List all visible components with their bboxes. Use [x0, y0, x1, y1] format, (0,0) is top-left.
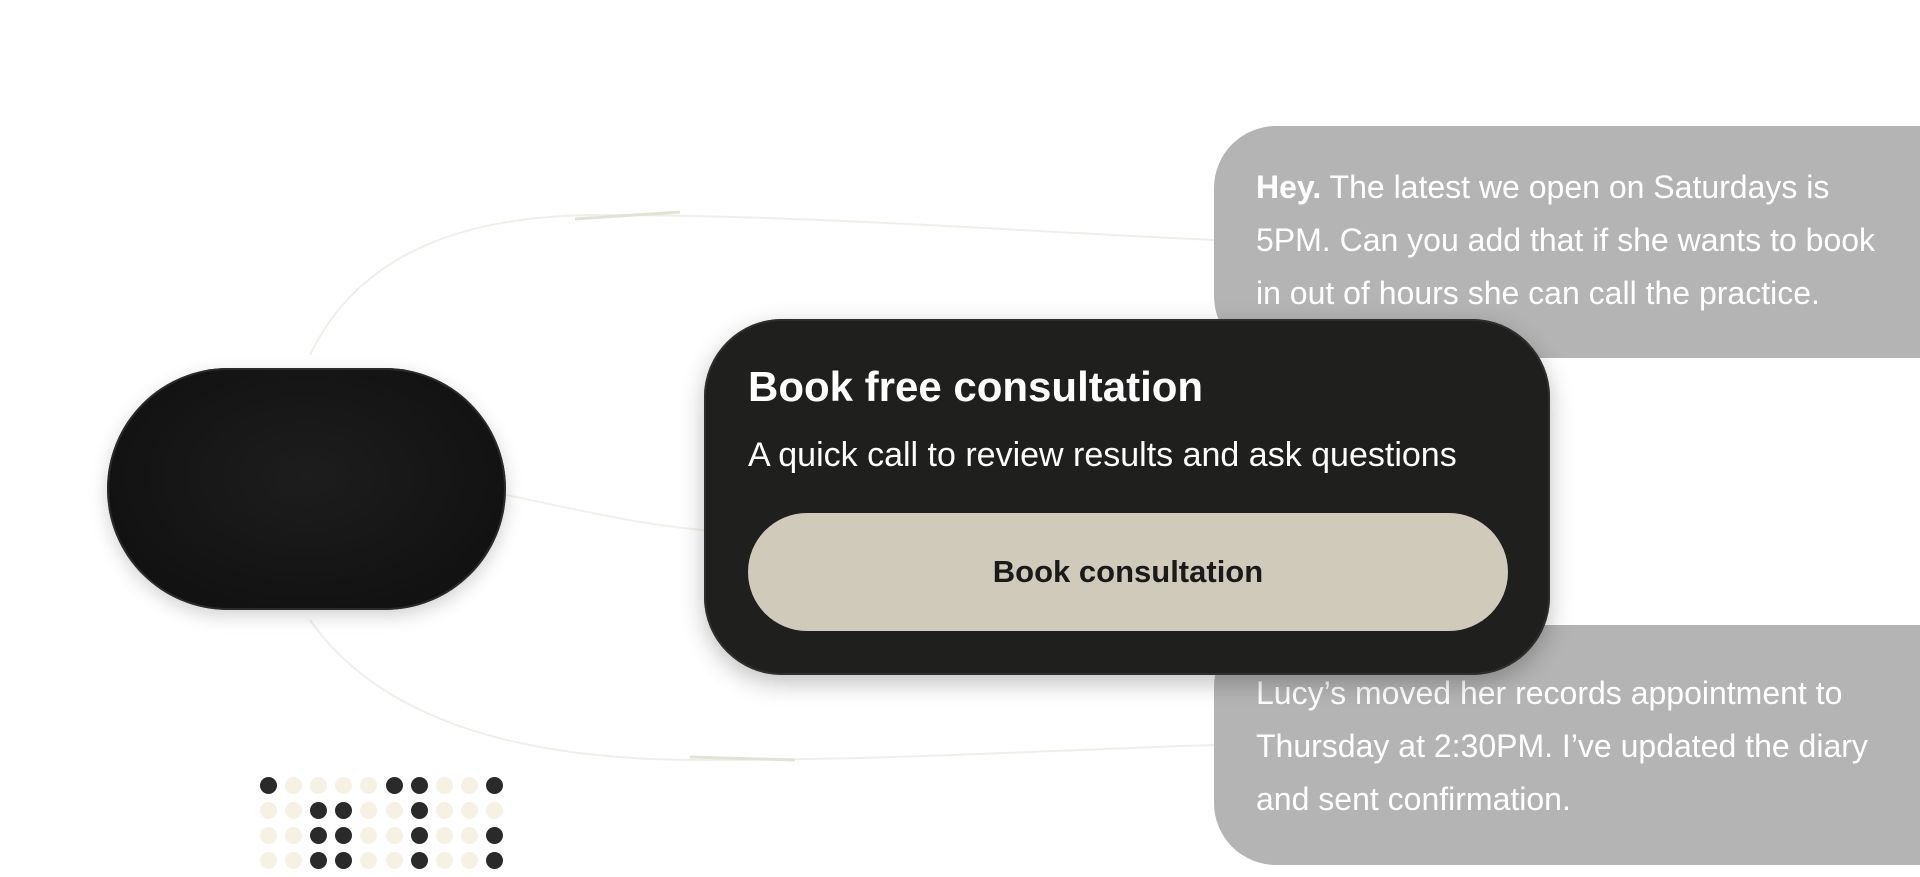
led-dot [360, 776, 378, 794]
led-dot [410, 801, 428, 819]
led-dot [385, 826, 403, 844]
led-dot [284, 852, 302, 870]
message-line: and sent confirmation. [1256, 781, 1571, 817]
message-line: Lucy’s moved her records appointment to [1256, 675, 1843, 711]
message-line: 5PM. Can you add that if she wants to bo… [1256, 222, 1876, 258]
led-dot [385, 776, 403, 794]
led-dot [461, 776, 479, 794]
led-dot [435, 801, 453, 819]
card-title: Book free consultation [748, 363, 1204, 410]
led-dot [435, 852, 453, 870]
led-dot [461, 826, 479, 844]
led-dot [335, 801, 353, 819]
message-lead: Hey. [1256, 169, 1322, 205]
connector-glint-bottom [689, 755, 796, 762]
led-dot [360, 826, 378, 844]
led-dot [486, 826, 504, 844]
led-dot [410, 852, 428, 870]
led-dot [385, 801, 403, 819]
led-dot [410, 776, 428, 794]
led-dot [360, 852, 378, 870]
card-subtitle: A quick call to review results and ask q… [748, 436, 1457, 474]
connector-line-middle [505, 494, 705, 531]
led-dot [461, 852, 479, 870]
led-dot [335, 776, 353, 794]
led-dot [259, 801, 277, 819]
message-text: The latest we open on Saturdays is [1321, 169, 1830, 205]
led-dot [309, 826, 327, 844]
led-dot [335, 852, 353, 870]
led-dot [385, 852, 403, 870]
led-dot [360, 801, 378, 819]
led-dot [259, 776, 277, 794]
led-dot [486, 801, 504, 819]
book-consultation-button[interactable]: Book consultation [748, 513, 1508, 631]
led-dot [309, 852, 327, 870]
connector-glint-top [574, 210, 681, 221]
led-dot [259, 852, 277, 870]
led-dot [284, 826, 302, 844]
led-dot [284, 801, 302, 819]
led-dot [309, 776, 327, 794]
led-dot [435, 826, 453, 844]
message-line: Hey. The latest we open on Saturdays is [1256, 161, 1920, 214]
led-dot [486, 776, 504, 794]
led-dot [335, 826, 353, 844]
led-dot [309, 801, 327, 819]
led-dot-grid [107, 368, 506, 870]
led-status-display [107, 368, 506, 870]
consultation-card: Book free consultation A quick call to r… [704, 319, 1550, 675]
led-dot [259, 826, 277, 844]
led-dot [284, 776, 302, 794]
message-bubble-top: Hey. The latest we open on Saturdays is … [1214, 126, 1920, 358]
led-dot [486, 852, 504, 870]
message-line: in out of hours she can call the practic… [1256, 275, 1820, 311]
led-dot [435, 776, 453, 794]
led-dot [410, 826, 428, 844]
led-dot [461, 801, 479, 819]
message-line: Thursday at 2:30PM. I’ve updated the dia… [1256, 728, 1868, 764]
